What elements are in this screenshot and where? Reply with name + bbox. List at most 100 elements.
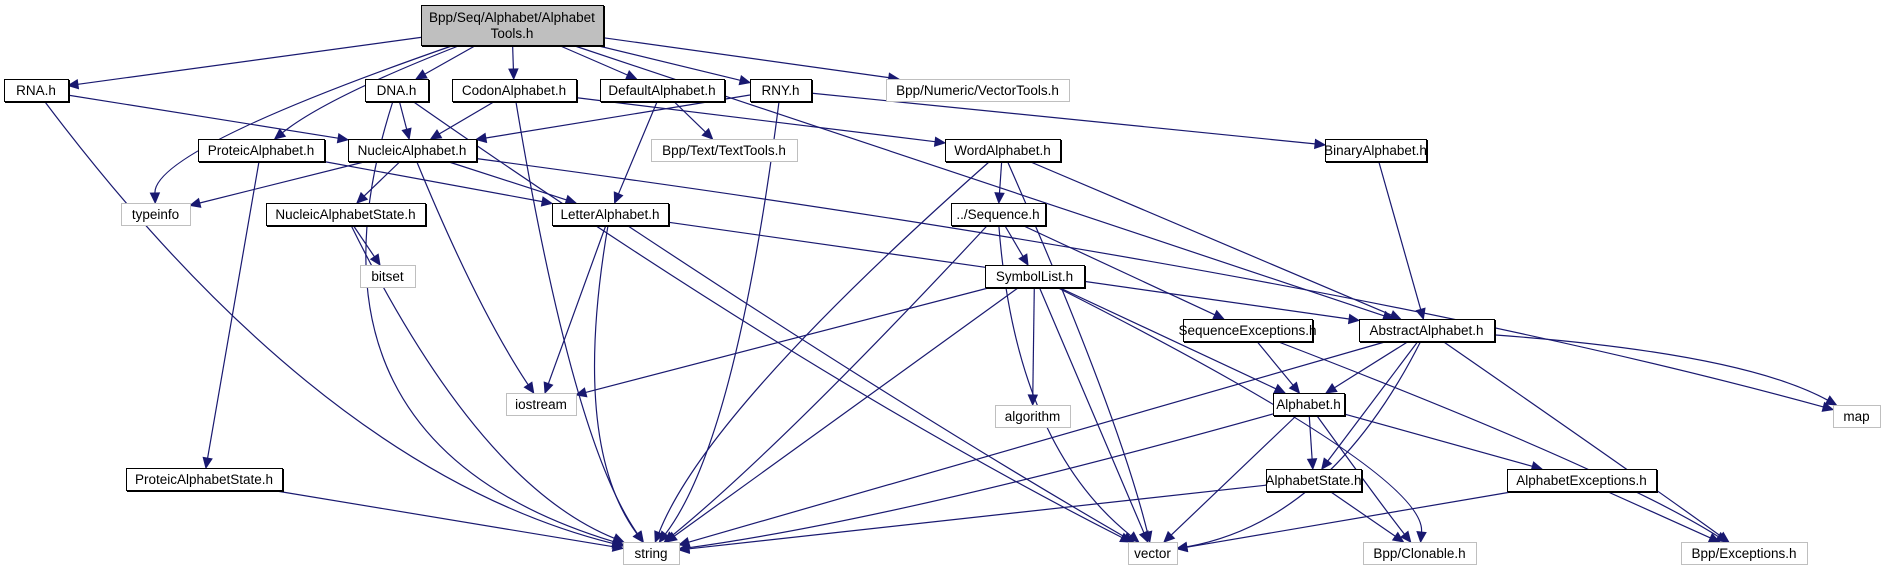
edge-line [199,160,369,204]
edge-line [575,97,936,143]
edge-line [1334,340,1410,389]
arrowhead-icon [149,192,161,205]
arrowhead-icon [1391,531,1405,543]
arrowhead-icon [1018,253,1029,267]
edge-line [1028,160,1392,316]
node-box [506,393,577,416]
edge-alphastate-to-clonable [1329,490,1405,543]
edge-line [282,44,462,134]
arrowhead-icon [369,253,381,267]
node-label: RNY.h [761,83,799,98]
edge-codon-to-nucleic [429,100,496,140]
edge-line [1057,286,1277,390]
edge-letter-to-string [593,224,644,543]
edge-line [998,160,1003,194]
node-nucleicstate[interactable]: NucleicAlphabetState.h [266,203,427,227]
arrowhead-icon [202,456,213,470]
node-label: Tools.h [491,26,534,41]
edge-line [688,340,1389,543]
edge-symbollist-to-algorithm [1027,286,1039,407]
node-default[interactable]: DefaultAlphabet.h [600,79,726,103]
node-box [198,139,325,162]
arrowhead-icon [1127,531,1140,543]
edge-line [350,224,615,539]
arrowhead-icon [1163,530,1176,543]
arrowhead-icon [429,129,443,140]
edge-word-to-string [654,160,991,544]
arrowhead-icon [613,191,624,205]
arrowhead-icon [1824,395,1838,406]
node-alphastate[interactable]: AlphabetState.h [1265,469,1363,493]
edge-line [557,44,628,76]
node-seqexc[interactable]: SequenceExceptions.h [1178,319,1317,343]
edge-line [1186,340,1422,548]
edge-root-to-proteic [273,44,462,140]
node-alphabet[interactable]: Alphabet.h [1273,393,1346,417]
edge-abstract-to-alphabet [1324,340,1410,394]
edge-word-to-sequence [994,160,1005,205]
node-letter[interactable]: LetterAlphabet.h [552,203,670,227]
node-binary[interactable]: BinaryAlphabet.h [1324,139,1428,163]
edge-sequence-to-seqexc [1021,224,1225,320]
edge-abstract-to-vector [1175,340,1422,552]
edge-line [1442,340,1722,537]
edge-line [673,286,1020,537]
node-algorithm: algorithm [995,405,1071,428]
edge-nucleic-to-map [475,157,1835,412]
arrowhead-icon [624,69,638,80]
node-label: SymbolList.h [996,269,1073,284]
node-dna[interactable]: DNA.h [365,79,430,103]
node-symbollist[interactable]: SymbolList.h [985,265,1086,289]
edge-alphabet-to-string [677,413,1274,553]
edge-line [1308,414,1313,460]
node-proteicstate[interactable]: ProteicAlphabetState.h [126,468,284,492]
edge-alphaexc-to-vector [1175,490,1518,553]
node-rny[interactable]: RNY.h [750,79,813,103]
arrowhead-icon [1273,383,1287,394]
edge-line [688,413,1274,549]
node-box [1325,139,1427,162]
arrowhead-icon [401,127,412,141]
edge-line [593,224,638,535]
edge-alphaexc-to-exceptions [1605,490,1721,543]
arrowhead-icon [1347,313,1361,325]
node-label: CodonAlphabet.h [462,83,566,98]
edge-nucleicstate-to-string [350,224,625,543]
node-box [651,139,798,162]
edge-proteic-to-proteicstate [202,160,260,470]
edge-line [1056,286,1423,533]
edge-alphastate-to-string [677,484,1267,555]
node-label: DefaultAlphabet.h [608,83,715,98]
node-box [1359,319,1495,342]
node-alphaexc[interactable]: AlphabetExceptions.h [1507,469,1658,493]
edge-letter-to-iostream [543,224,607,395]
node-nucleic[interactable]: NucleicAlphabet.h [348,139,478,163]
node-rna[interactable]: RNA.h [4,79,70,103]
edge-line [445,160,567,201]
node-clonable: Bpp/Clonable.h [1363,542,1477,565]
node-abstract[interactable]: AbstractAlphabet.h [1359,319,1496,343]
edge-line [1329,490,1396,537]
node-codon[interactable]: CodonAlphabet.h [452,79,578,103]
edge-line [671,224,989,537]
node-box [365,79,429,102]
node-box [750,79,812,102]
node-word[interactable]: WordAlphabet.h [945,139,1062,163]
node-typeinfo: typeinfo [121,203,191,226]
edge-line [617,100,658,195]
node-proteic[interactable]: ProteicAlphabet.h [198,139,326,163]
edge-line [1032,286,1035,396]
edge-abstract-to-alphastate [1321,340,1419,470]
edge-sequence-to-symbollist [1003,224,1029,267]
edge-sequence-to-string [663,224,989,543]
edge-default-to-texttools [672,100,714,140]
edge-line [664,100,780,535]
arrowhead-icon [701,127,714,140]
node-box [552,203,669,226]
node-box [4,79,69,102]
edge-line [1327,340,1419,462]
node-sequence[interactable]: ../Sequence.h [951,203,1047,227]
